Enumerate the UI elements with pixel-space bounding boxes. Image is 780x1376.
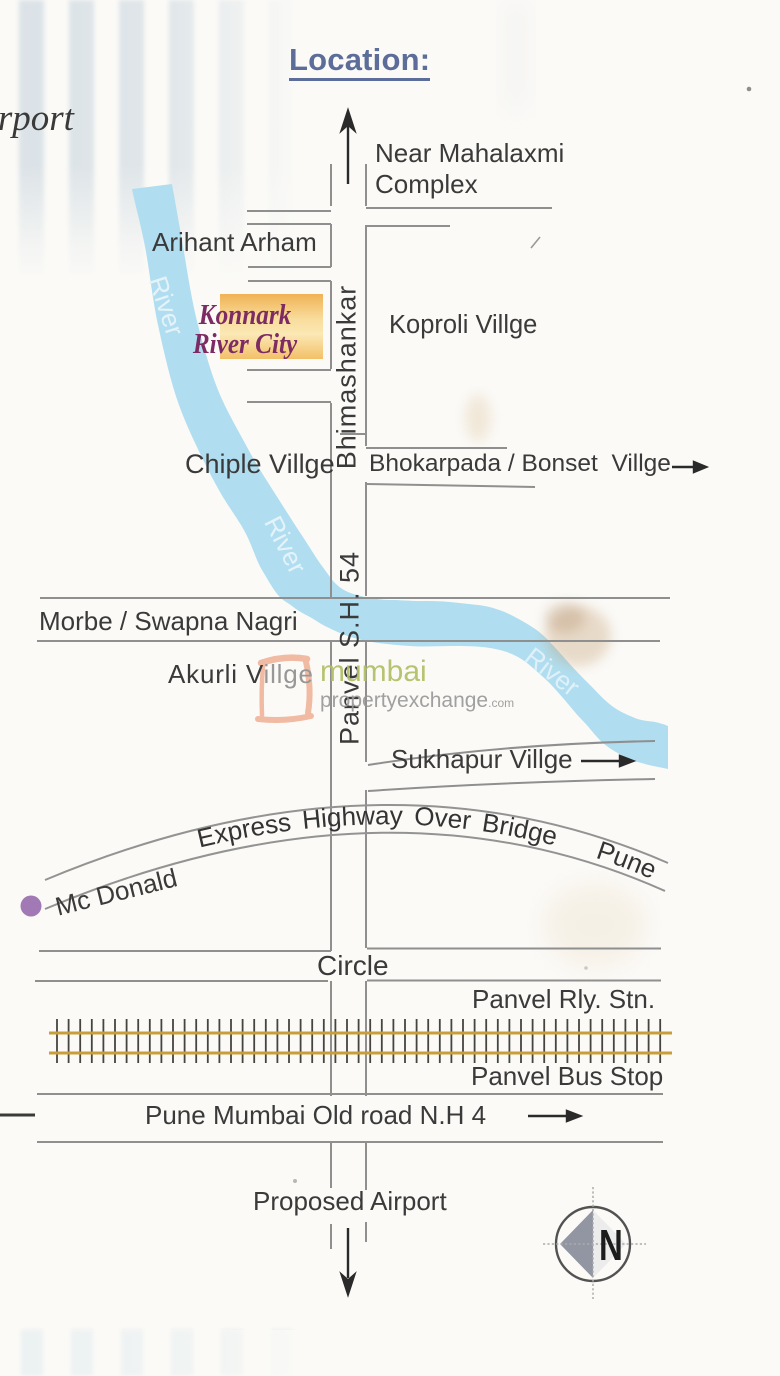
- svg-text:N: N: [599, 1222, 623, 1271]
- svg-text:Pune: Pune: [593, 835, 661, 885]
